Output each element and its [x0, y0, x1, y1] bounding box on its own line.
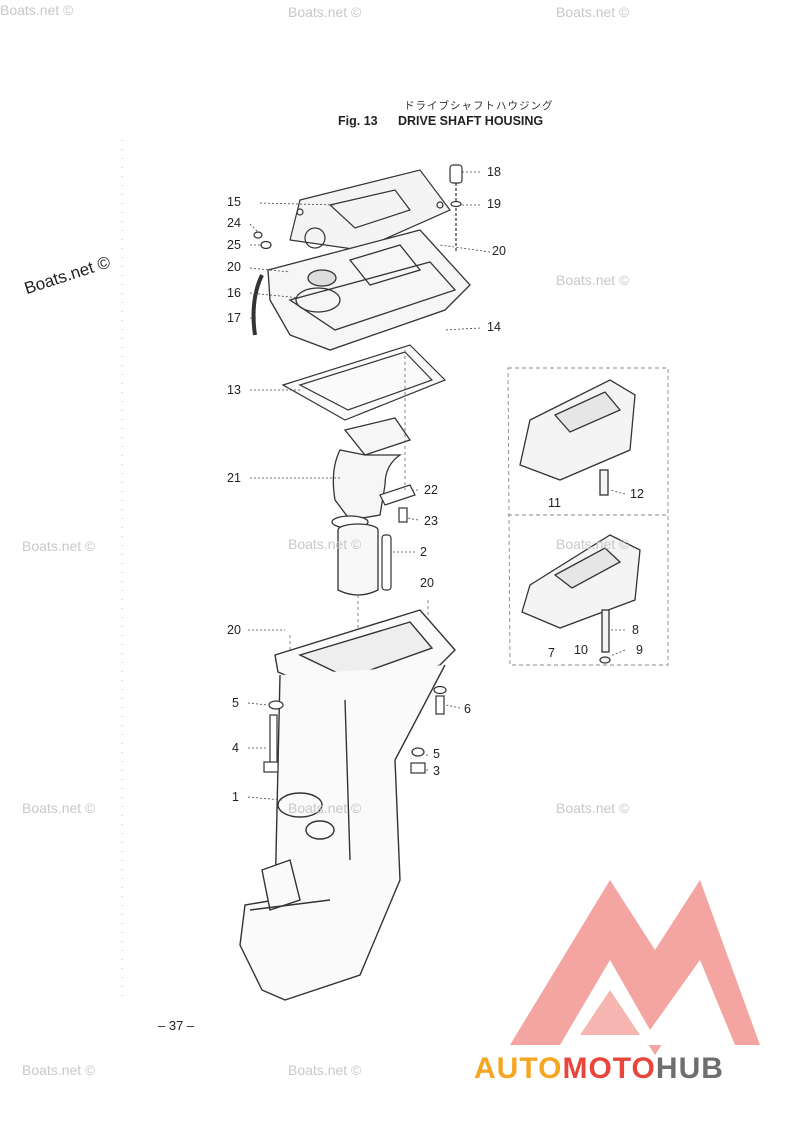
callout-3: 3 — [433, 764, 440, 778]
watermark: Boats.net © — [0, 2, 74, 18]
brand-auto: AUTO — [474, 1052, 563, 1085]
nut-3-washer-5 — [410, 747, 426, 774]
leader-lines — [247, 171, 626, 801]
watermark: Boats.net © — [22, 1062, 96, 1078]
bolt-6 — [433, 685, 447, 715]
top-cover-plate — [289, 169, 451, 251]
callout-20: 20 — [492, 244, 506, 258]
callout-22: 22 — [424, 483, 438, 497]
brand-moto: MOTO — [562, 1052, 656, 1085]
inset-part-7 — [521, 534, 641, 664]
inset-part-11 — [519, 379, 636, 496]
callout-1: 1 — [232, 790, 239, 804]
watermark: Boats.net © — [22, 800, 96, 816]
figure-title: DRIVE SHAFT HOUSING — [398, 114, 544, 128]
figure-label: Fig. 13 — [338, 114, 378, 128]
callout-13: 13 — [227, 383, 241, 397]
callout-20: 20 — [227, 623, 241, 637]
drive-shaft-housing — [239, 609, 456, 1001]
bracket-22 — [379, 484, 416, 523]
callout-8: 8 — [632, 623, 639, 637]
watermark: Boats.net © — [288, 1062, 362, 1078]
watermark: Boats.net © — [288, 800, 362, 816]
callout-25: 25 — [227, 238, 241, 252]
brand-hub: HUB — [655, 1052, 724, 1085]
callout-23: 23 — [424, 514, 438, 528]
callout-5: 5 — [232, 696, 239, 710]
bolt-18 — [449, 164, 463, 252]
callout-19: 19 — [487, 197, 501, 211]
page-number: – 37 – — [158, 1018, 195, 1033]
watermark: Boats.net © — [22, 538, 96, 554]
callout-14: 14 — [487, 320, 501, 334]
bolt-4 — [263, 700, 284, 773]
inset-border — [507, 367, 669, 666]
callout-16: 16 — [227, 286, 241, 300]
exhaust-pipe-21 — [331, 417, 412, 529]
callout-11: 11 — [548, 496, 561, 510]
dipstick — [251, 274, 264, 336]
callout-12: 12 — [630, 487, 644, 501]
automotohub-logo-mark — [510, 880, 760, 1055]
watermark: Boats.net © — [288, 4, 362, 20]
callout-20: 20 — [227, 260, 241, 274]
brand-wordmark: AUTOMOTOHUB — [474, 1052, 724, 1086]
callout-10: 10 — [574, 643, 588, 657]
watermark: Boats.net © — [556, 272, 630, 288]
callout-24: 24 — [227, 216, 241, 230]
muffler-sleeve — [337, 523, 379, 596]
gasket-13 — [281, 344, 447, 421]
callout-9: 9 — [636, 643, 643, 657]
callout-20: 20 — [420, 576, 434, 590]
watermark: Boats.net © — [556, 536, 630, 552]
tube-2 — [381, 534, 392, 591]
nut-24-25 — [253, 231, 272, 250]
callout-2: 2 — [420, 545, 427, 559]
title-japanese: ドライブシャフトハウジング — [404, 100, 554, 112]
callout-5: 5 — [433, 747, 440, 761]
watermark: Boats.net © — [556, 800, 630, 816]
watermark: Boats.net © — [556, 4, 630, 20]
watermark: Boats.net © — [288, 536, 362, 552]
callout-15: 15 — [227, 195, 241, 209]
callout-7: 7 — [548, 646, 555, 660]
callout-18: 18 — [487, 165, 501, 179]
callout-21: 21 — [227, 471, 241, 485]
callout-17: 17 — [227, 311, 241, 325]
upper-housing — [267, 229, 471, 351]
callout-4: 4 — [232, 741, 239, 755]
callout-6: 6 — [464, 702, 471, 716]
